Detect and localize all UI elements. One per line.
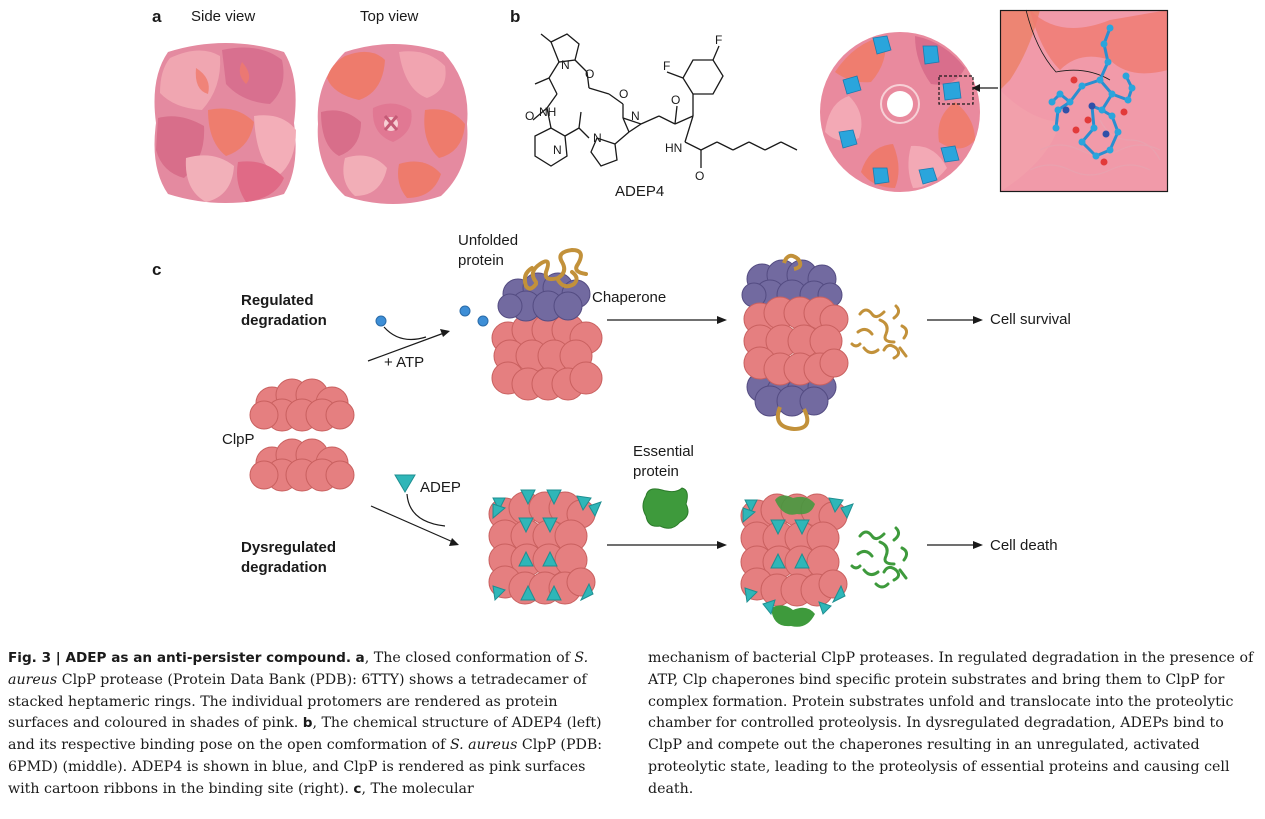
caption-species-1: S. aureus [8,650,589,688]
atp-label: + ATP [384,354,425,371]
oxygen-label-1: O [585,67,594,81]
survival-arrow [927,316,983,324]
adep4-chemical-structure: F F N O O NH N N O N O HN O [525,33,798,183]
amide-nh-label: NH [539,105,556,119]
chaperone-label: Chaperone [592,289,667,306]
regulated-degradation-label: Regulated degradation [241,292,327,329]
chaperone-clpp-complex [741,253,849,432]
figure-title: Fig. 3 | ADEP as an anti-persister compo… [8,650,352,666]
fluorine-label-1: F [663,59,670,73]
top-view-label: Top view [360,8,419,25]
caption-column-2: mechanism of bacterial ClpP proteases. I… [648,648,1258,801]
survival-fragments [850,304,909,360]
top-view-structure [317,44,468,204]
panel-a-letter: a [152,7,162,26]
cell-survival-label: Cell survival [990,311,1071,328]
open-clpp-structure [820,32,980,192]
fluorine-label-2: F [715,33,722,47]
nitrogen-label-2: N [553,143,562,157]
caption-letter-b: b [302,715,313,732]
caption-c-continued: mechanism of bacterial ClpP proteases. I… [648,650,1254,797]
caption-a-text: , The closed conformation of [364,650,575,666]
nitrogen-label-1: N [561,58,570,72]
caption-letter-a: a [355,650,365,666]
atp-arrow [367,315,450,362]
activated-complex-degrading [740,493,854,627]
adep-label: ADEP [420,479,461,496]
atp-molecules [459,305,489,327]
caption-b-text-2: ClpP (PDB: 6PMD) (middle). ADEP4 is show… [8,737,603,797]
adep-arrow [370,474,459,546]
death-arrow [927,541,983,549]
caption-species-2: S. aureus [449,737,518,754]
hn-label: HN [665,141,682,155]
panel-c-letter: c [152,260,162,279]
panel-b-letter: b [510,7,521,26]
side-view-structure [154,43,296,203]
oxygen-label-4: O [671,93,680,107]
death-fragments [850,526,909,589]
dysregulated-degradation-label: Dysregulated degradation [241,539,337,576]
zoom-arrow [972,84,998,92]
caption-letter-c: c [353,780,362,797]
dysregulated-arrow [607,541,727,549]
oxygen-label-2: O [525,109,534,123]
essential-protein-label: Essential protein [633,443,694,480]
adep-activated-clpp [488,489,602,605]
caption-c-text: , The molecular [361,780,474,797]
compound-name-label: ADEP4 [615,183,665,200]
binding-site-closeup [999,9,1169,193]
caption-b-text: , The chemical structure of ADEP4 (left)… [8,715,602,754]
essential-protein-blob [642,487,689,529]
clpp-label: ClpP [222,431,255,448]
caption-column-1: Fig. 3 | ADEP as an anti-persister compo… [8,648,608,801]
cell-death-label: Cell death [990,537,1058,554]
unfolded-protein-label: Unfolded protein [458,232,519,269]
oxygen-label-5: O [695,169,704,183]
regulated-arrow [607,316,727,324]
nitrogen-label-4: N [631,109,640,123]
oxygen-label-3: O [619,87,628,101]
side-view-label: Side view [191,8,256,25]
caption-a-text-2: ClpP protease (Protein Data Bank (PDB): … [8,671,587,732]
clpp-double-ring [249,378,355,492]
nitrogen-label-3: N [593,131,602,145]
regulated-complex [491,247,603,401]
